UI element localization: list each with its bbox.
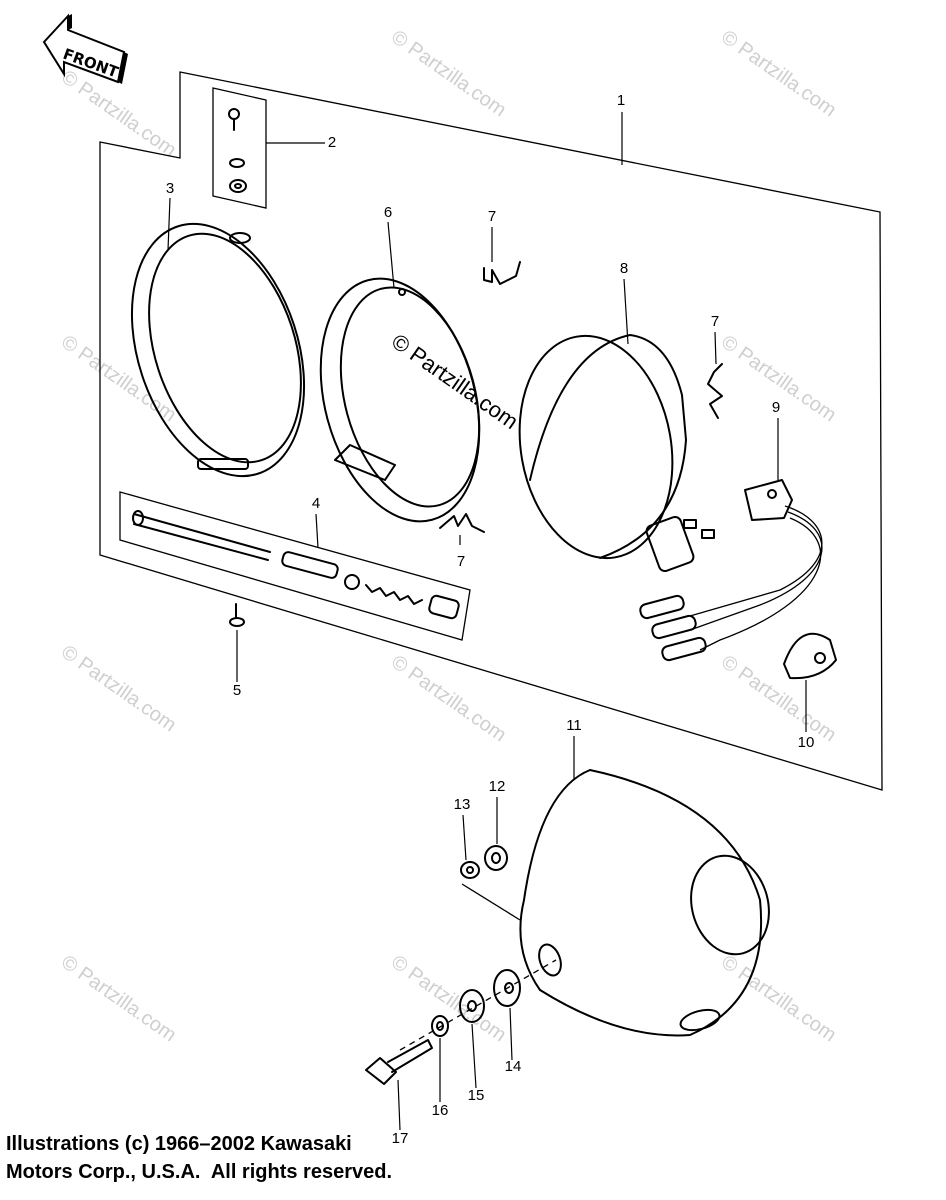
nut-alignment-line bbox=[461, 883, 521, 921]
callout-12: 12 bbox=[489, 778, 506, 795]
watermark-text: © Partzilla.com bbox=[57, 951, 180, 1046]
screw-kit-box bbox=[212, 87, 267, 209]
lock-washer bbox=[460, 861, 480, 879]
headlight-socket-harness bbox=[639, 479, 823, 662]
watermark-text: © Partzilla.com bbox=[387, 951, 510, 1046]
watermark-text: © Partzilla.com bbox=[387, 26, 510, 121]
alignment-axis bbox=[399, 959, 557, 1051]
retaining-spring-right bbox=[707, 363, 723, 419]
watermark-text: © Partzilla.com bbox=[57, 641, 180, 736]
nut bbox=[484, 845, 508, 871]
callout-3: 3 bbox=[166, 180, 174, 197]
leader-lines bbox=[167, 112, 807, 1131]
mounting-screw bbox=[229, 603, 245, 627]
front-arrow-icon: FRONT bbox=[42, 13, 128, 84]
retaining-spring-top bbox=[483, 261, 521, 285]
callout-13: 13 bbox=[454, 796, 471, 813]
callout-17: 17 bbox=[392, 1130, 409, 1147]
spacer-washer bbox=[431, 1015, 449, 1037]
callout-14: 14 bbox=[505, 1058, 522, 1075]
assembly-boundary bbox=[99, 71, 883, 791]
callout-1: 1 bbox=[617, 92, 625, 109]
callout-9: 9 bbox=[772, 399, 780, 416]
callout-6: 6 bbox=[384, 204, 392, 221]
callout-5: 5 bbox=[233, 682, 241, 699]
callout-16: 16 bbox=[432, 1102, 449, 1119]
watermark-text: © Partzilla.com bbox=[387, 651, 510, 746]
copyright-notice: Illustrations (c) 1966–2002 Kawasaki Mot… bbox=[6, 1130, 392, 1186]
headlight-trim-ring bbox=[130, 222, 306, 478]
callout-7b: 7 bbox=[711, 313, 719, 330]
mounting-bolt bbox=[365, 1039, 433, 1085]
callout-2: 2 bbox=[328, 134, 336, 151]
headlight-mounting-ring bbox=[319, 277, 481, 523]
retaining-spring-bottom bbox=[439, 513, 485, 533]
watermark-text: © Partzilla.com bbox=[717, 26, 840, 121]
callout-7c: 7 bbox=[457, 553, 465, 570]
copyright-line-2: Motors Corp., U.S.A. All rights reserved… bbox=[6, 1161, 392, 1183]
wire-grommet bbox=[783, 632, 837, 680]
adjuster-kit-box bbox=[119, 491, 471, 641]
callout-15: 15 bbox=[468, 1087, 485, 1104]
copyright-line-1: Illustrations (c) 1966–2002 Kawasaki bbox=[6, 1133, 352, 1155]
sealed-beam-unit bbox=[518, 334, 715, 573]
callout-4: 4 bbox=[312, 495, 320, 512]
callout-7a: 7 bbox=[488, 208, 496, 225]
headlight-housing bbox=[519, 769, 770, 1037]
flat-washer bbox=[459, 989, 485, 1023]
watermark-text: © Partzilla.com bbox=[717, 951, 840, 1046]
watermark-text: © Partzilla.com bbox=[717, 651, 840, 746]
callout-8: 8 bbox=[620, 260, 628, 277]
callout-10: 10 bbox=[798, 734, 815, 751]
watermark-text-center: © Partzilla.com bbox=[387, 329, 523, 435]
watermark-layer: © Partzilla.com © Partzilla.com © Partzill… bbox=[57, 26, 840, 1046]
rubber-bushing bbox=[493, 969, 521, 1007]
callout-11: 11 bbox=[566, 717, 582, 734]
